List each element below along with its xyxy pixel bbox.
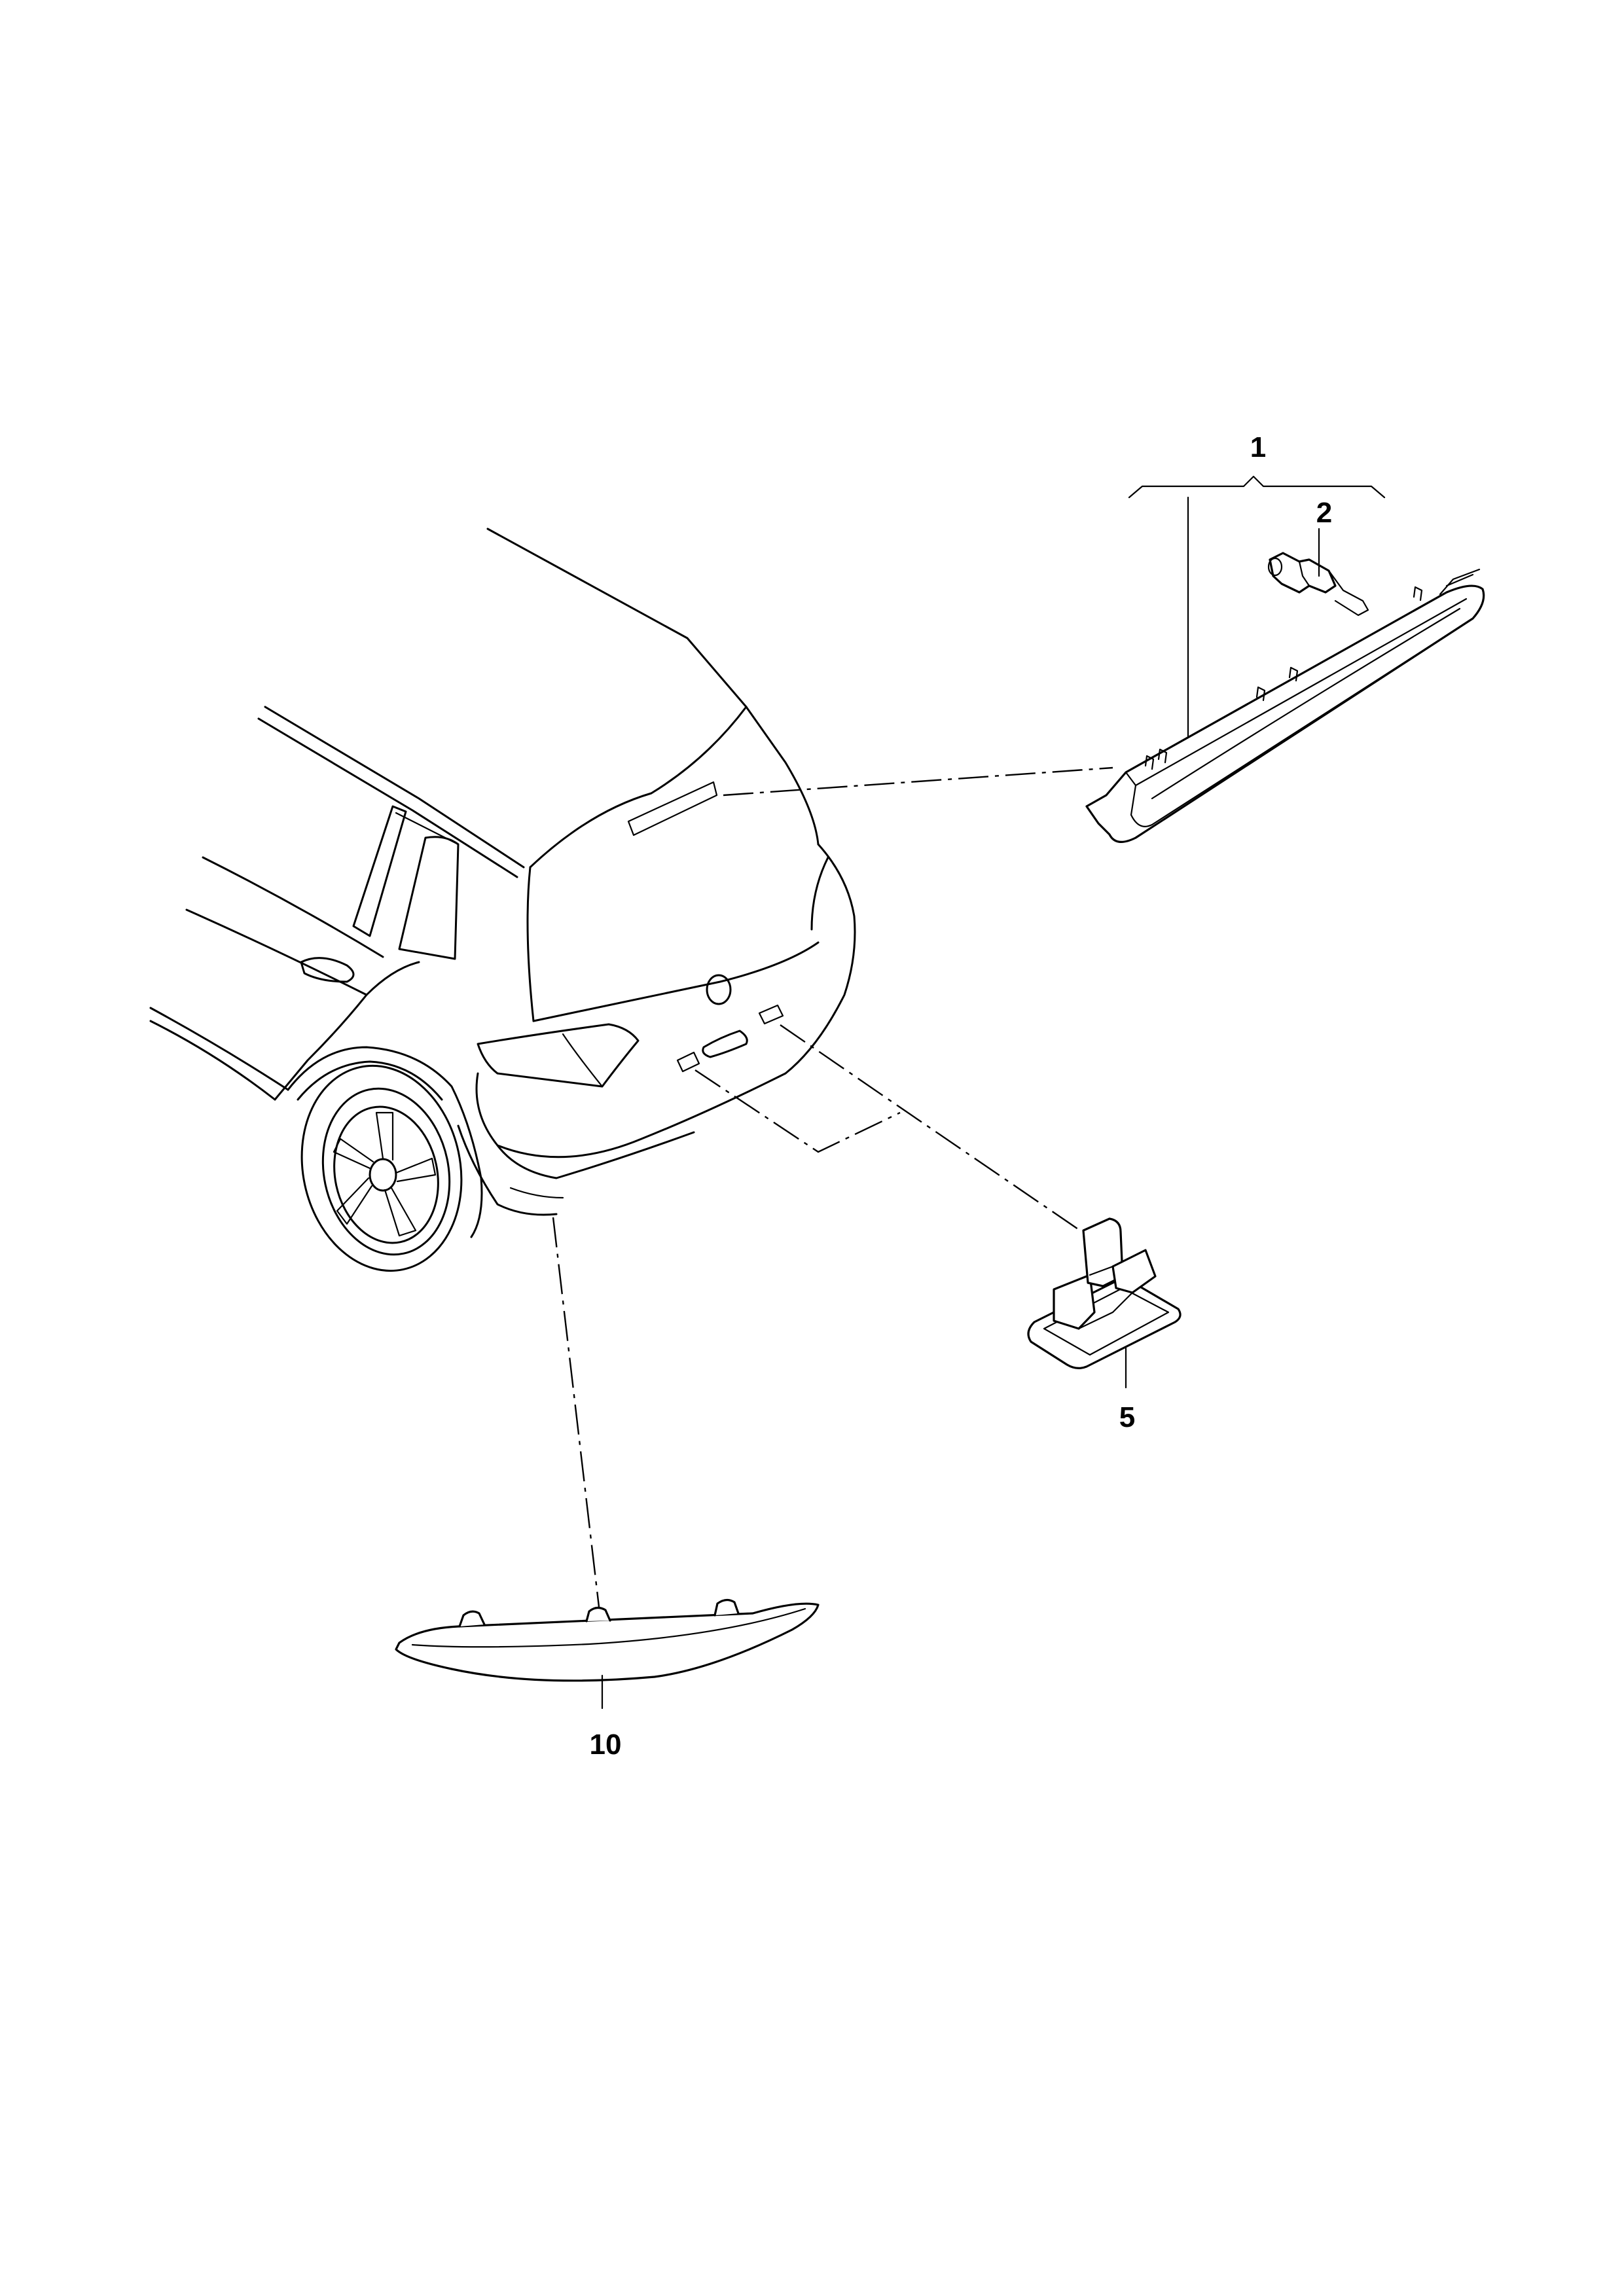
callout-5: 5: [1119, 1401, 1135, 1433]
callout-1: 1: [1250, 431, 1266, 463]
car-rear-illustration: [149, 528, 856, 1272]
bulb-holder-part: [1267, 552, 1369, 617]
high-level-brake-light: [1085, 568, 1485, 843]
callout-10: 10: [590, 1729, 622, 1761]
rear-reflector: [395, 1598, 820, 1682]
license-plate-light: [1027, 1217, 1182, 1369]
callout-2: 2: [1316, 497, 1332, 529]
assembly-leader-lines: [552, 766, 1113, 1607]
callout-leaders: [601, 475, 1386, 1710]
